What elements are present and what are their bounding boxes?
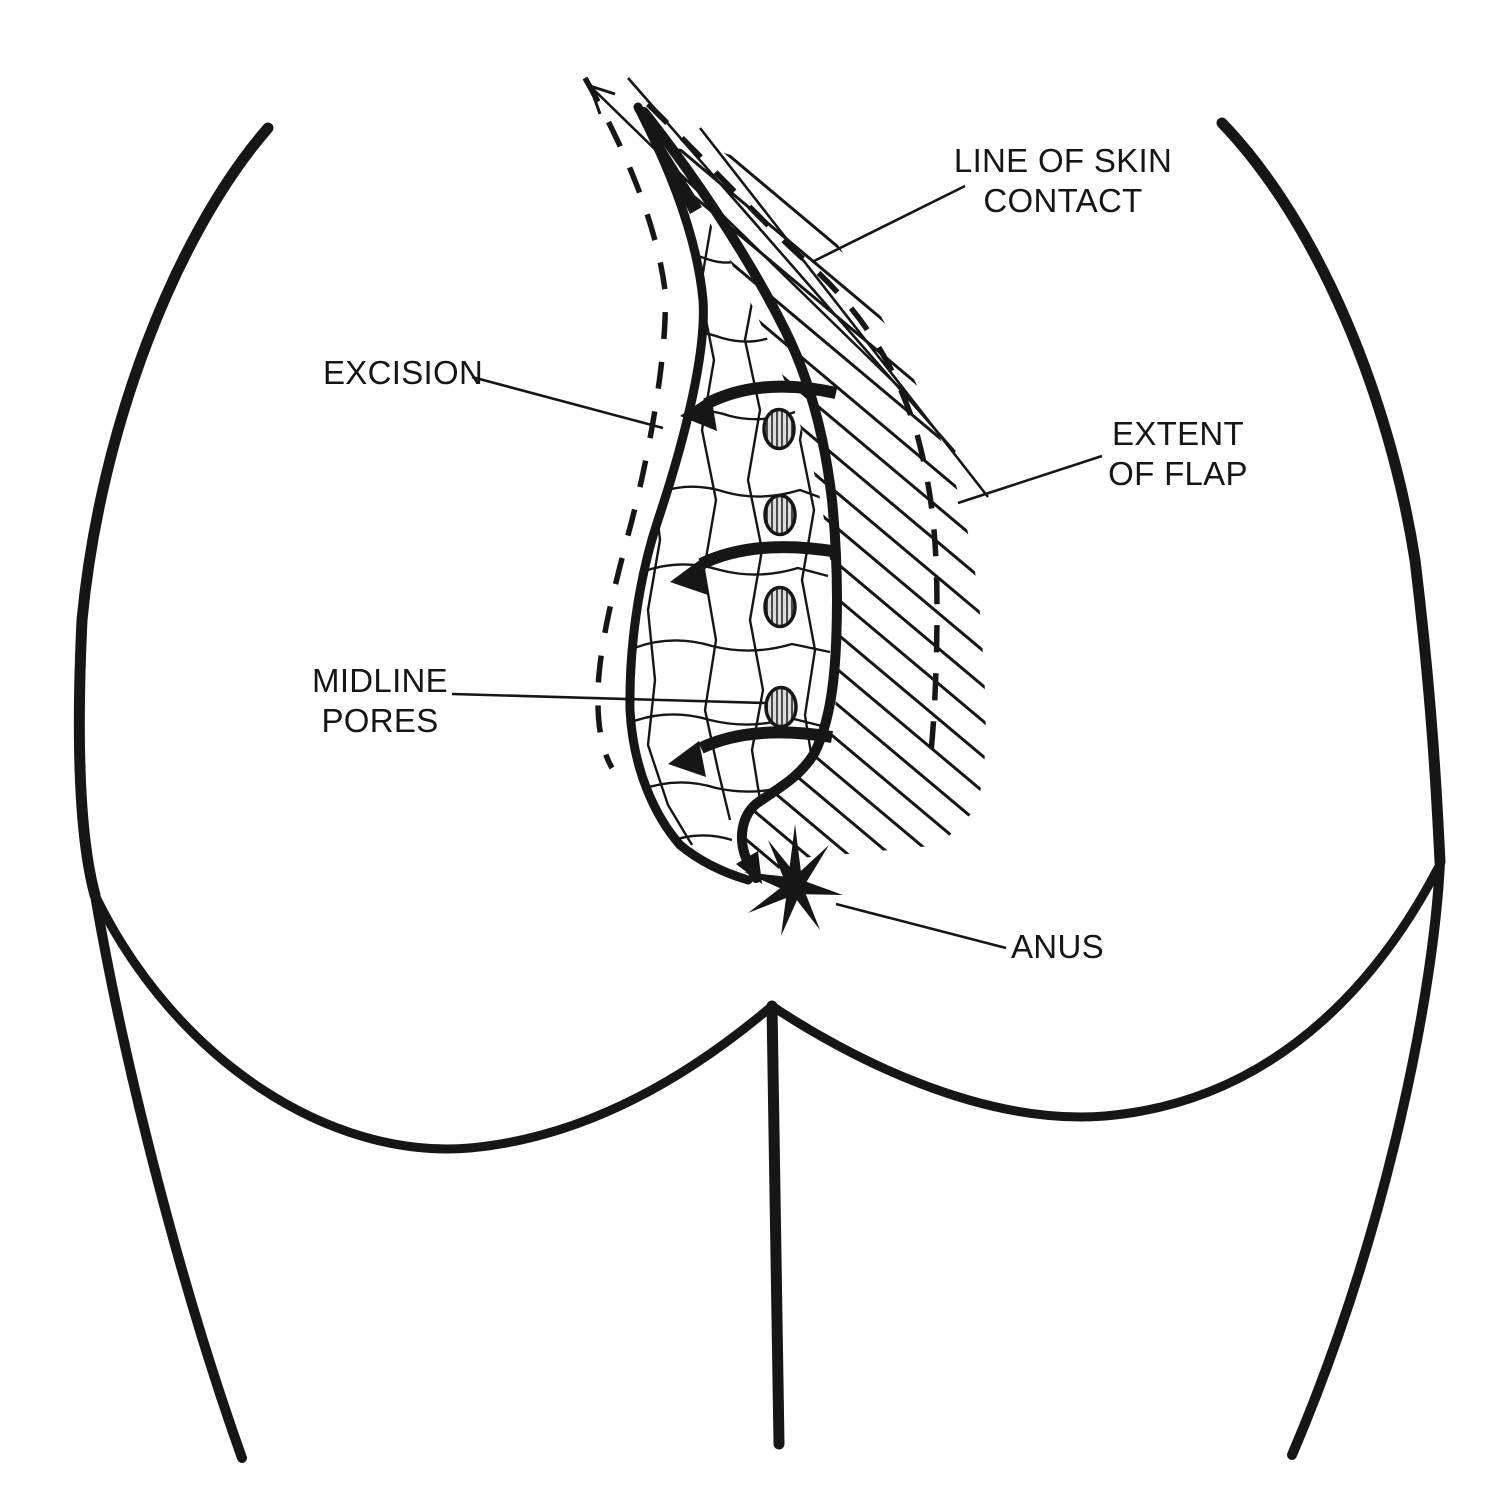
leader-line-of-skin-contact — [811, 184, 966, 264]
rotation-arrow — [680, 380, 838, 431]
leader-excision — [471, 375, 664, 430]
dashed-line-left — [582, 76, 669, 770]
leader-midline-pores — [451, 692, 767, 705]
label-anus: ANUS — [1011, 927, 1104, 967]
label-line: OF FLAP — [1108, 455, 1248, 493]
hatch-region — [668, 148, 986, 880]
flap-rotation-arrows — [668, 380, 839, 777]
excision-outline — [625, 102, 842, 885]
left-leg-line — [90, 890, 247, 1463]
midline-pores-group — [762, 407, 798, 729]
leader-extent-of-flap — [957, 454, 1103, 505]
label-line: PORES — [321, 702, 439, 740]
flap-extent-hatching — [588, 77, 990, 880]
label-line: ANUS — [1011, 928, 1104, 965]
skin-contact-dashed-lines — [582, 76, 940, 770]
dashed-line-right — [646, 102, 940, 763]
label-line: EXTENT — [1112, 415, 1244, 452]
right-gluteal-fold — [767, 863, 1443, 1122]
right-leg-line — [1287, 857, 1445, 1460]
gluteal-cleft-line — [766, 1000, 785, 1450]
apex-taper — [637, 103, 702, 214]
leader-lines — [451, 184, 1103, 950]
skin-contact-thin-line — [589, 85, 903, 391]
midline-pore — [763, 585, 797, 629]
label-midline-pores: MIDLINE PORES — [312, 661, 448, 742]
anus-marker-icon — [744, 824, 843, 936]
rotation-arrow — [670, 541, 839, 595]
label-line: MIDLINE — [312, 662, 448, 699]
midline-pore — [762, 407, 796, 451]
midline-pore — [763, 493, 797, 537]
label-line: EXCISION — [323, 354, 484, 391]
leader-anus — [835, 902, 1007, 950]
excision-right-contour — [639, 107, 842, 883]
label-line: CONTACT — [983, 182, 1143, 220]
label-extent-of-flap: EXTENT OF FLAP — [1108, 414, 1248, 495]
right-buttock-outline — [1216, 117, 1446, 868]
rotation-arrow — [668, 726, 833, 777]
label-line-of-skin-contact: LINE OF SKIN CONTACT — [954, 141, 1172, 222]
fan-line — [698, 127, 990, 498]
label-excision: EXCISION — [323, 353, 483, 393]
midline-pore — [764, 685, 798, 729]
left-buttock-outline — [73, 122, 274, 901]
label-line: LINE OF SKIN — [953, 142, 1173, 179]
left-gluteal-fold — [90, 890, 777, 1154]
body-outline — [73, 117, 1446, 1463]
excision-left-contour — [625, 102, 753, 885]
